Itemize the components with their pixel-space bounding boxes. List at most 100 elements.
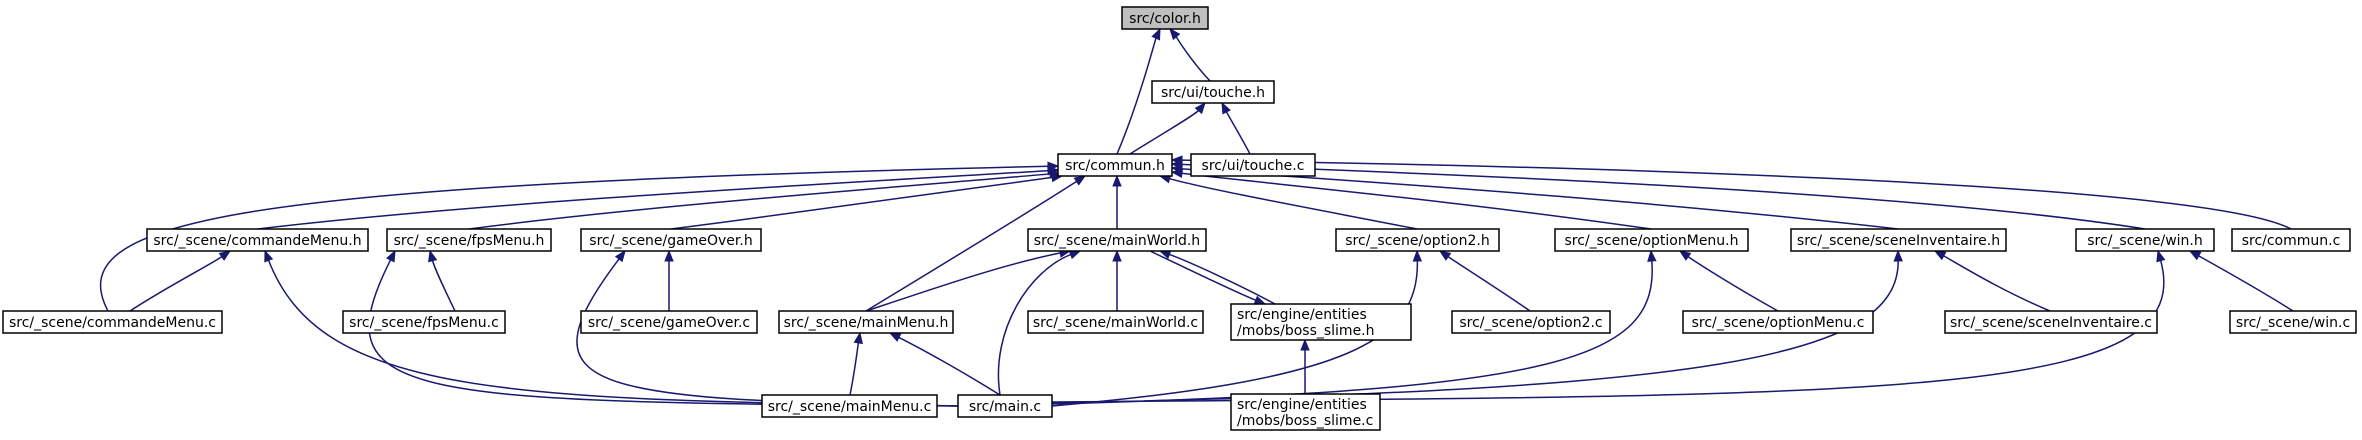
edge-line [1180,159,2292,230]
file-node-color-h[interactable]: src/color.h [1121,6,1209,30]
file-node-option2-c[interactable]: src/_scene/option2.c [1451,310,1611,334]
dependency-edge [1116,27,1161,155]
file-node-commandeMenu-c[interactable]: src/_scene/commandeMenu.c [2,310,223,334]
node-box [342,310,506,334]
file-node-mainWorld-c[interactable]: src/_scene/mainWorld.c [1027,310,1204,334]
file-node-commun-c[interactable]: src/commun.c [2231,228,2351,252]
edge-arrowhead [1893,249,1903,262]
edge-line [1180,172,1652,230]
node-box [1451,310,1611,334]
node-box [778,310,954,334]
dependency-edge [1158,250,1276,305]
node-label: src/commun.h [1065,158,1165,174]
file-node-touche-c[interactable]: src/ui/touche.c [1190,153,1316,177]
dependency-edge [1051,249,1423,407]
edge-arrowhead [218,250,232,261]
edge-arrowhead [2156,249,2166,263]
file-node-mainWorld-h[interactable]: src/_scene/mainWorld.h [1027,228,1207,252]
edge-line [865,252,1062,312]
dependency-edge [1438,250,1531,312]
node-label: src/_scene/optionMenu.h [1565,233,1739,249]
edge-arrowhead [1678,250,1692,261]
node-box [580,310,758,334]
dependency-edge [1170,155,2292,230]
file-node-optionMenu-h[interactable]: src/_scene/optionMenu.h [1554,228,1749,252]
file-node-win-h[interactable]: src/_scene/win.h [2075,228,2215,252]
file-node-fpsMenu-h[interactable]: src/_scene/fpsMenu.h [386,228,552,252]
file-node-boss-slime-c[interactable]: src/engine/entities/mobs/boss_slime.c [1230,393,1381,431]
node-label: src/ui/touche.c [1202,158,1305,174]
node-box [1944,310,2158,334]
edge-arrowhead [664,249,674,262]
node-box [2,310,223,334]
file-node-gameOver-h[interactable]: src/_scene/gameOver.h [580,228,762,252]
edge-line [468,173,1052,230]
dependency-edge [468,169,1062,230]
file-node-commandeMenu-h[interactable]: src/_scene/commandeMenu.h [146,228,369,252]
file-node-sceneInventaire-c[interactable]: src/_scene/sceneInventaire.c [1944,310,2158,334]
dependency-edge [888,332,1001,396]
node-label: src/engine/entities [1237,307,1367,323]
file-node-boss-slime-h[interactable]: src/engine/entities/mobs/boss_slime.h [1230,303,1412,341]
node-box [1027,228,1207,252]
file-node-win-c[interactable]: src/_scene/win.c [2229,310,2357,334]
file-node-optionMenu-c[interactable]: src/_scene/optionMenu.c [1682,310,1874,334]
edge-arrowhead [428,249,438,263]
edge-line [1942,254,2051,312]
edge-arrowhead [386,249,396,263]
edge-line [129,255,224,312]
node-box [1121,6,1209,30]
node-box [1230,303,1412,341]
edge-arrowhead [1194,101,1206,115]
file-node-commun-h[interactable]: src/commun.h [1057,153,1173,177]
node-label: src/_scene/win.h [2087,233,2203,249]
edges-layer [99,27,2294,407]
file-node-sceneInventaire-h[interactable]: src/_scene/sceneInventaire.h [1790,228,2007,252]
edge-line [1116,36,1157,155]
edge-arrowhead [1221,101,1231,115]
node-label: /mobs/boss_slime.h [1237,323,1375,339]
node-box [1151,80,1275,104]
edge-line [431,259,456,312]
node-label: src/engine/entities [1237,397,1367,413]
file-node-fpsMenu-c[interactable]: src/_scene/fpsMenu.c [342,310,506,334]
file-node-option2-h[interactable]: src/_scene/option2.h [1335,228,1500,252]
file-node-gameOver-c[interactable]: src/_scene/gameOver.c [580,310,758,334]
edge-arrowhead [2188,250,2202,261]
dependency-edge [1112,174,1122,229]
edge-line [1168,177,1418,230]
edge-arrowhead [264,249,274,263]
node-label: src/_scene/option2.h [1345,233,1489,249]
node-label: src/_scene/commandeMenu.c [9,315,216,331]
edge-line [99,165,1050,312]
node-box [1554,228,1749,252]
dependency-edge [99,161,1060,312]
dependency-edge [865,175,1087,312]
node-label: /mobs/boss_slime.c [1237,413,1373,429]
node-box [1190,153,1316,177]
edge-arrowhead [1647,249,1657,262]
dependency-edge [2188,250,2294,312]
node-label: src/ui/touche.h [1161,85,1265,101]
edge-line [1225,110,1251,155]
dependency-edge [129,250,232,312]
dependency-edge [997,250,1082,396]
node-label: src/_scene/sceneInventaire.c [1950,315,2152,331]
edge-arrowhead [1047,161,1060,171]
edge-line [849,341,860,396]
edge-line [670,176,1054,230]
file-node-mainMenu-c[interactable]: src/_scene/mainMenu.c [761,394,938,418]
edge-arrowhead [1300,338,1310,351]
file-node-main-c[interactable]: src/main.c [957,394,1053,418]
node-box [761,394,938,418]
file-node-touche-h[interactable]: src/ui/touche.h [1151,80,1275,104]
node-box [1790,228,2007,252]
node-label: src/_scene/mainWorld.h [1034,233,1200,249]
node-box [1335,228,1500,252]
node-label: src/_scene/gameOver.h [589,233,752,249]
edge-arrowhead [1112,174,1122,187]
file-node-mainMenu-h[interactable]: src/_scene/mainMenu.h [778,310,954,334]
edge-line [865,180,1078,312]
edge-line [1686,255,1779,312]
